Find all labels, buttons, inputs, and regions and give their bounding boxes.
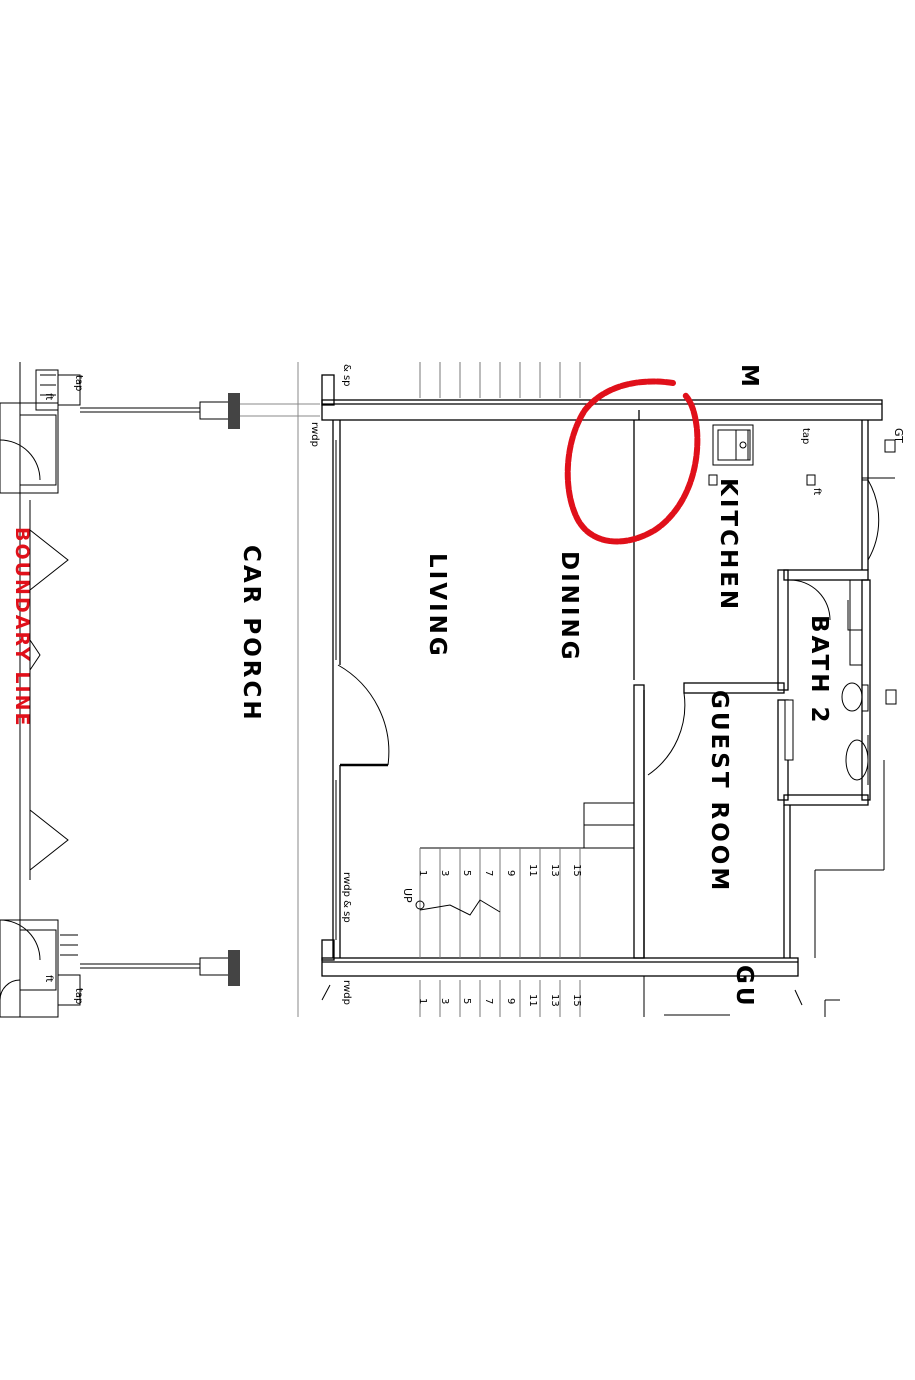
stair-number: 9 xyxy=(505,870,516,876)
rwdp-sp-label-bottom: rwdp & sp xyxy=(341,872,352,923)
stair-number: 9 xyxy=(505,998,516,1004)
stair-up-label: UP xyxy=(401,888,414,903)
gate-rail-top xyxy=(80,407,210,413)
room-label-bath2: BATH 2 xyxy=(806,615,832,726)
stair-number: 11 xyxy=(527,864,538,877)
room-label-cut-bottom: GU xyxy=(731,965,757,1009)
column-icon xyxy=(228,950,240,986)
ft-box xyxy=(806,474,816,486)
washbasin-icon xyxy=(845,735,869,785)
room-label-car-porch: CAR PORCH xyxy=(238,545,264,723)
stair-icon xyxy=(419,362,581,398)
porch-edge xyxy=(240,362,320,1017)
stair-number: 7 xyxy=(483,870,494,876)
tap-label-kitchen: tap xyxy=(800,428,811,444)
stair-number: 7 xyxy=(483,998,494,1004)
bottom-misc xyxy=(321,760,885,1017)
door-swing-icon xyxy=(789,579,831,621)
room-label-dining: DINING xyxy=(556,551,582,663)
stair-numbers: 1 3 5 7 9 11 13 15 1 3 5 7 9 11 13 15 xyxy=(417,864,582,1007)
gt-label: GT xyxy=(892,428,905,443)
room-label-cut-top: M xyxy=(736,364,762,390)
stair-number: 5 xyxy=(461,870,472,876)
stair-icon xyxy=(415,802,635,1017)
door-swing-icon xyxy=(861,477,895,561)
room-label-kitchen: KITCHEN xyxy=(715,478,741,612)
toilet-icon xyxy=(841,579,869,712)
rwdp-label-top: rwdp xyxy=(309,422,320,447)
door-swing-icon xyxy=(337,664,390,767)
ft-label-kitchen: ft xyxy=(811,488,822,495)
stair-number: 13 xyxy=(549,994,560,1007)
gate-rail-bottom xyxy=(80,963,210,969)
stair-number: 1 xyxy=(417,870,428,876)
sink-icon xyxy=(712,424,754,466)
tap-label-left-top: tap xyxy=(73,375,84,391)
vent-box xyxy=(885,689,897,705)
red-circle-markup-icon xyxy=(564,378,701,545)
door-swing-icon xyxy=(647,692,686,776)
rwdp-label-bottom: rwdp xyxy=(341,980,352,1005)
rwdp-sp-label-top: & sp xyxy=(341,364,352,387)
gate-post-bottom xyxy=(199,957,231,976)
stair-number: 1 xyxy=(417,998,428,1004)
boundary-line-label: BOUNDARY LINE xyxy=(11,527,33,727)
room-label-living: LIVING xyxy=(424,553,450,659)
stair-number: 11 xyxy=(527,994,538,1007)
exterior-walls xyxy=(321,374,883,977)
gate-post-top xyxy=(199,401,231,420)
tap-label-left-bottom: tap xyxy=(73,988,84,1004)
ft-label-left-top: ft xyxy=(43,393,54,400)
stair-number: 15 xyxy=(571,994,582,1007)
gt-box xyxy=(884,439,896,453)
tap-box xyxy=(708,474,718,486)
gate-pillar-top xyxy=(0,369,81,494)
stair-number: 3 xyxy=(439,998,450,1004)
stair-number: 15 xyxy=(571,864,582,877)
column-icon xyxy=(228,393,240,429)
stair-number: 5 xyxy=(461,998,472,1004)
stair-number: 3 xyxy=(439,870,450,876)
bath-window xyxy=(784,699,794,761)
ft-label-left-bottom: ft xyxy=(43,975,54,982)
room-label-guest-room: GUEST ROOM xyxy=(706,690,732,893)
gate-pillar-bottom xyxy=(0,919,81,1018)
stair-number: 13 xyxy=(549,864,560,877)
